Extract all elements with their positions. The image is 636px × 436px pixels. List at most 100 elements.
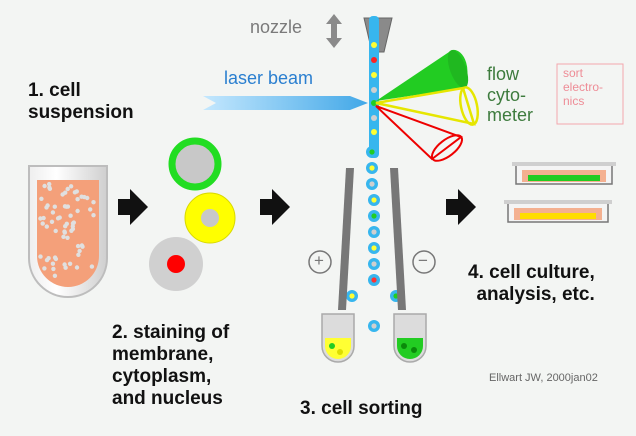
stream-cell — [371, 57, 377, 63]
arrow-1 — [118, 189, 148, 225]
suspension-cell-dot — [70, 226, 76, 232]
suspension-cell-dot — [52, 273, 58, 278]
suspension-cell-dot — [39, 196, 44, 201]
suspension-cell-dot — [44, 224, 49, 229]
membrane-stained-cell — [168, 137, 222, 191]
nozzle-movement-arrow-icon — [326, 14, 342, 48]
suspension-cell-dot — [51, 266, 56, 272]
droplet-cell — [371, 245, 377, 251]
suspension-cell-dot — [65, 235, 70, 240]
red-light-cone — [375, 105, 464, 161]
positive-charge-icon — [308, 250, 332, 274]
deflection-plate-right — [390, 168, 406, 310]
plus-sign: + — [314, 251, 324, 270]
deflection-plate-left — [338, 168, 354, 310]
culture-dish-top — [512, 162, 616, 185]
suspension-cell-dot — [52, 204, 57, 209]
suspension-cell-dot — [62, 229, 67, 234]
collection-tube-left — [321, 313, 355, 363]
suspension-cell-dot — [49, 219, 55, 224]
suspension-cell-dot — [53, 228, 58, 234]
suspension-cell-dot — [44, 257, 50, 263]
suspension-cell-dot — [45, 203, 50, 208]
droplet-cell — [371, 197, 377, 203]
droplet-cell — [349, 293, 355, 299]
droplet-cell — [371, 277, 377, 283]
suspension-cell-dot — [74, 265, 80, 270]
droplet-cell — [371, 229, 377, 235]
suspension-cell-dot — [77, 248, 82, 254]
stream-cell — [371, 42, 377, 48]
suspension-cells — [38, 181, 96, 278]
suspension-cell-dot — [60, 192, 65, 197]
suspension-cell-dot — [64, 221, 70, 226]
suspension-cell-dot — [79, 243, 85, 248]
suspension-cell-dot — [47, 181, 52, 187]
suspension-cell-dot — [71, 220, 77, 225]
nozzle-label: nozzle — [250, 17, 303, 37]
suspension-cell-dot — [47, 185, 52, 190]
suspension-cell-dot — [65, 186, 70, 192]
laser-beam — [203, 96, 368, 110]
suspension-cell-dot — [42, 183, 47, 189]
suspension-cell-dot — [75, 197, 80, 202]
suspension-cell-dot — [89, 264, 95, 269]
droplet-cell — [369, 149, 375, 155]
suspension-cell-dot — [41, 215, 46, 221]
suspension-cell-dot — [55, 216, 61, 221]
suspension-cell-dot — [67, 261, 73, 266]
yellow-light-cone — [375, 86, 476, 126]
suspension-cell-dot — [42, 266, 47, 271]
laser-beam-label: laser beam — [224, 68, 314, 88]
sort-electronics-box — [556, 63, 624, 125]
suspension-cell-dot — [68, 213, 73, 218]
droplet-cell — [369, 165, 375, 171]
droplet-cell — [369, 181, 375, 187]
droplet-cell — [371, 213, 377, 219]
arrow-2 — [260, 189, 290, 225]
droplet-cell — [371, 261, 377, 267]
stream-cell — [371, 115, 377, 121]
suspension-cell-dot — [38, 216, 43, 221]
droplet-cell — [371, 323, 377, 329]
negative-charge-icon — [412, 250, 436, 274]
suspension-tube — [28, 165, 108, 298]
step-4-label: 4. cell culture, analysis, etc. — [468, 262, 595, 305]
suspension-cell-dot — [68, 184, 74, 189]
arrow-3 — [446, 189, 476, 225]
suspension-cell-dot — [61, 234, 66, 239]
stream-cell — [371, 72, 377, 78]
suspension-liquid — [37, 180, 99, 287]
suspension-cell-dot — [72, 190, 78, 195]
sort-electronics-label: sort electro- nics — [563, 66, 604, 108]
suspension-cell-dot — [52, 255, 58, 260]
step-2-label: 2. staining of membrane, cytoplasm, and … — [112, 322, 230, 409]
nucleus-stained-cell — [149, 237, 203, 291]
credit-label: Ellwart JW, 2000jan02 — [489, 372, 598, 384]
suspension-cell-dot — [40, 221, 45, 226]
suspension-cell-dot — [91, 200, 96, 205]
suspension-cell-dot — [50, 261, 56, 266]
stream-cell — [371, 87, 377, 93]
green-light-cone — [376, 49, 468, 101]
cytoplasm-stained-cell — [184, 192, 236, 244]
suspension-cell-dot — [75, 243, 81, 249]
suspension-cell-dot — [82, 194, 87, 200]
step-1-label: 1. cell suspension — [28, 80, 134, 123]
suspension-cell-dot — [76, 252, 81, 257]
step-3-label: 3. cell sorting — [300, 398, 423, 419]
stream-cell — [371, 100, 377, 106]
suspension-cell-dot — [38, 254, 43, 259]
collection-tube-right — [393, 313, 427, 363]
suspension-cell-dot — [50, 210, 56, 215]
stream-cell — [371, 129, 377, 135]
suspension-cell-dot — [64, 204, 69, 209]
suspension-cell-dot — [75, 208, 80, 214]
suspension-cell-dot — [88, 207, 93, 212]
minus-sign: − — [418, 251, 428, 270]
suspension-cell-dot — [91, 213, 96, 218]
suspension-cell-dot — [63, 265, 68, 270]
flow-cytometer-label: flow cyto- meter — [487, 64, 534, 126]
